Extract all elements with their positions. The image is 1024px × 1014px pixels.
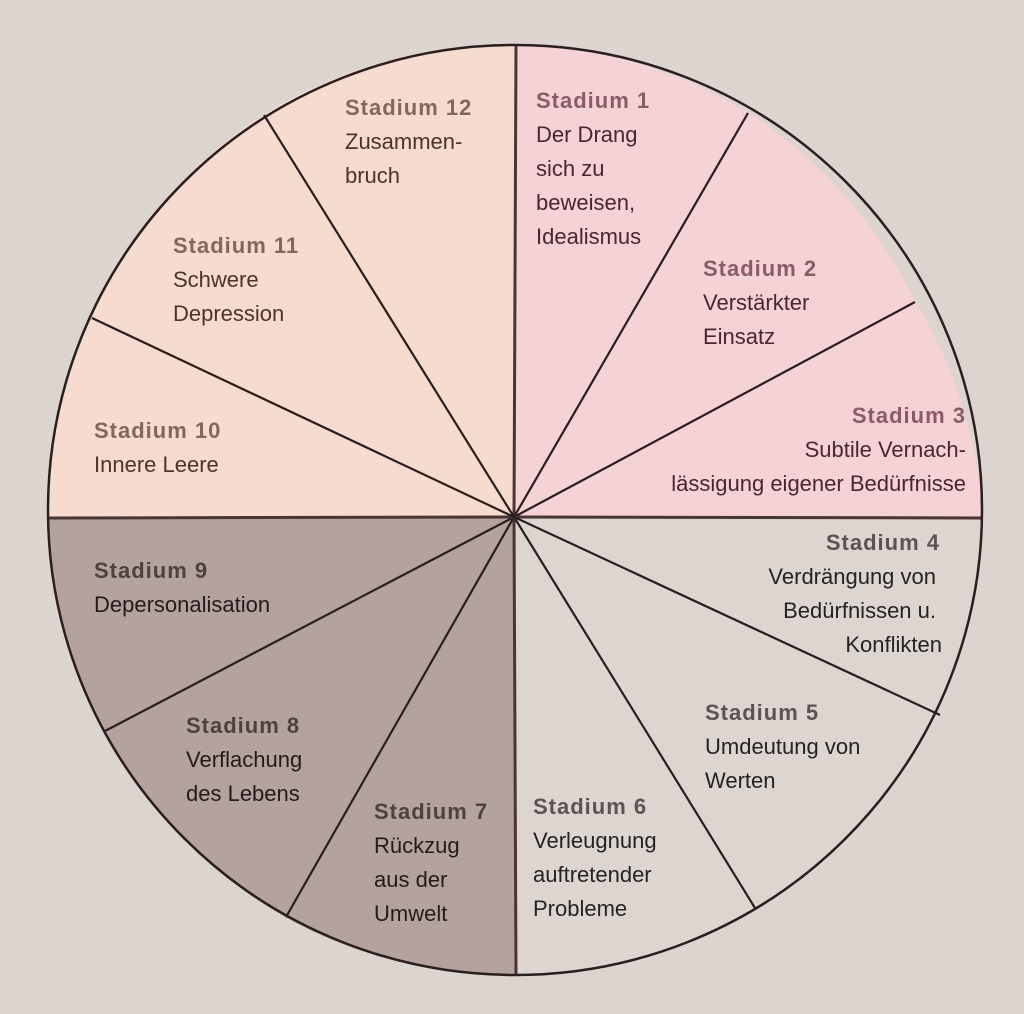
stage-text: Verstärkter [703, 290, 810, 315]
stage-text: Zusammen- [345, 129, 463, 154]
stage-text: aus der [374, 867, 448, 892]
stage-8-label: Stadium 8 Verflachung des Lebens [186, 709, 302, 811]
quadrant-divider-line [47, 515, 515, 520]
stage-6-label: Stadium 6 Verleugnung auftretender Probl… [533, 790, 657, 926]
stage-12-label: Stadium 12 Zusammen- bruch [345, 91, 472, 193]
quadrant-divider-line [513, 515, 983, 520]
stage-heading: Stadium 8 [186, 713, 301, 738]
stage-text: lässigung eigener Bedürfnisse [671, 471, 966, 496]
quadrant-divider-line [512, 44, 518, 518]
slice-divider-line [513, 516, 941, 716]
stage-text: Bedürfnissen u. [783, 598, 936, 623]
stage-2-label: Stadium 2 Verstärkter Einsatz [703, 252, 817, 354]
stage-text: bruch [345, 163, 401, 188]
stage-text: Schwere [173, 267, 259, 292]
stage-heading: Stadium 10 [94, 418, 222, 443]
stage-heading: Stadium 9 [94, 558, 209, 583]
stage-text: Rückzug [374, 833, 460, 858]
wheel-outline [46, 43, 984, 977]
stage-heading: Stadium 4 [825, 530, 940, 555]
slice-divider-line [513, 301, 916, 518]
stage-text: Verflachung [186, 747, 303, 772]
stage-text: Probleme [533, 896, 628, 921]
stage-text: des Lebens [186, 781, 300, 806]
stage-5-label: Stadium 5 Umdeutung von Werten [705, 696, 860, 798]
stage-text: Idealismus [536, 224, 642, 249]
stage-text: Verleugnung [533, 828, 657, 853]
stage-1-label: Stadium 1 Der Drang sich zu beweisen, Id… [536, 84, 650, 254]
stage-3-label: Stadium 3 Subtile Vernach- lässigung eig… [671, 399, 966, 501]
quadrant-divider-line [512, 516, 518, 976]
slice-divider-line [263, 114, 515, 518]
stage-text: Der Drang [536, 122, 638, 147]
stage-heading: Stadium 1 [536, 88, 651, 113]
stage-heading: Stadium 11 [173, 233, 300, 258]
stage-text: Umwelt [374, 901, 448, 926]
stage-text: Umdeutung von [705, 734, 861, 759]
stage-11-label: Stadium 11 Schwere Depression [173, 229, 299, 331]
slice-divider-line [513, 112, 749, 518]
stage-text: sich zu [536, 156, 605, 181]
stage-heading: Stadium 3 [851, 403, 966, 428]
stage-text: Subtile Vernach- [804, 437, 966, 462]
stage-heading: Stadium 6 [533, 794, 648, 819]
stage-4-label: Stadium 4 Verdrängung von Bedürfnissen u… [768, 526, 942, 662]
stage-text: beweisen, [536, 190, 636, 215]
slice-divider-line [285, 516, 515, 918]
stage-text: Einsatz [703, 324, 776, 349]
quadrant-fills [47, 44, 983, 976]
stage-text: Depression [173, 301, 285, 326]
stage-heading: Stadium 7 [374, 799, 489, 824]
stage-10-label: Stadium 10 Innere Leere [94, 414, 221, 482]
stage-2-slice [512, 112, 916, 519]
stage-text: Verdrängung von [768, 564, 936, 589]
stage-text: Konflikten [845, 632, 942, 657]
slice-dividers [47, 44, 983, 976]
stage-9-label: Stadium 9 Depersonalisation [94, 554, 270, 622]
stage-text: Depersonalisation [94, 592, 271, 617]
slice-divider-line [91, 317, 515, 518]
stage-heading: Stadium 12 [345, 95, 473, 120]
stage-7-label: Stadium 7 Rückzug aus der Umwelt [374, 795, 488, 931]
slice-divider-line [104, 516, 515, 732]
stage-text: Werten [705, 768, 776, 793]
stage-heading: Stadium 5 [705, 700, 820, 725]
stage-text: Innere Leere [94, 452, 219, 477]
stage-heading: Stadium 2 [703, 256, 818, 281]
slice-divider-line [513, 516, 756, 909]
stage-text: auftretender [533, 862, 652, 887]
